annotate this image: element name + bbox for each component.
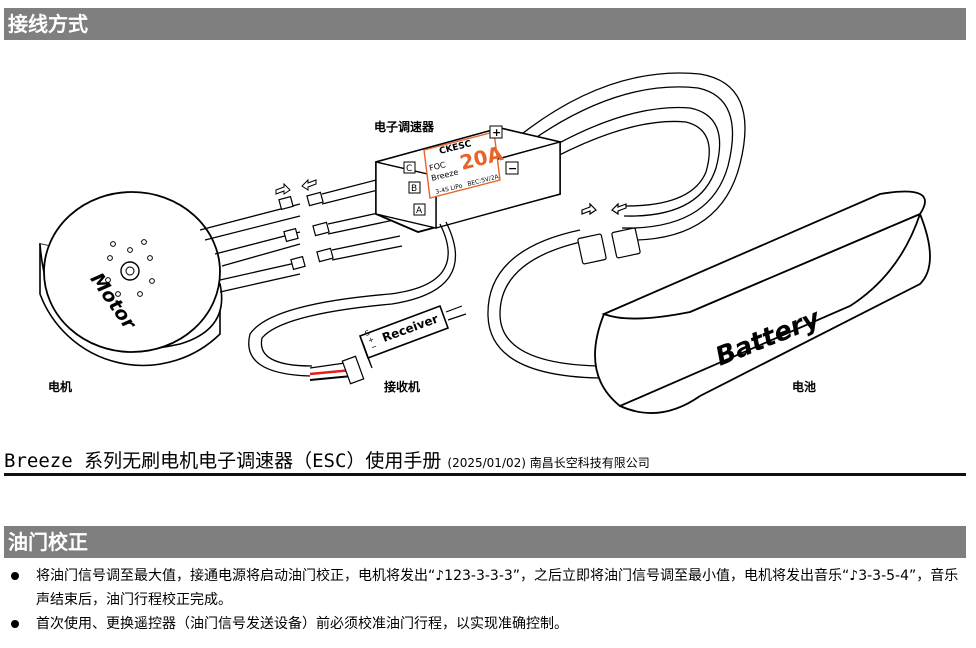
motor-wires [199, 203, 301, 293]
footer-meta: (2025/01/02) 南昌长空科技有限公司 [447, 456, 650, 470]
calibration-instructions: 将油门信号调至最大值，接通电源将启动油门校正，电机将发出“♪123-3-3-3”… [0, 564, 976, 636]
receiver: Receiver S + − [341, 304, 467, 385]
esc-model-line1: FOC [428, 160, 447, 173]
esc-plus-sign: + [492, 126, 501, 139]
esc-caption: 电子调速器 [374, 120, 435, 134]
wiring-diagram: Motor [39, 72, 931, 414]
list-item-text: 将油门信号调至最大值，接通电源将启动油门校正，电机将发出“♪123-3-3-3”… [36, 568, 959, 608]
section-title-wiring: 接线方式 [8, 12, 88, 36]
esc-minus-sign: − [508, 162, 517, 175]
esc-port-a: A [416, 206, 423, 216]
motor: Motor [39, 191, 223, 367]
document-footer: Breeze 系列无刷电机电子调速器（ESC）使用手册 (2025/01/02) … [4, 446, 966, 476]
motor-connectors [278, 191, 334, 271]
footer-title: Breeze 系列无刷电机电子调速器（ESC）使用手册 [4, 450, 442, 472]
receiver-pin-plus: + [367, 335, 375, 345]
esc-port-c: C [406, 164, 412, 174]
connect-arrows-motor [275, 178, 317, 195]
section-header-calibration: 油门校正 [4, 526, 966, 558]
battery-caption: 电池 [792, 380, 817, 394]
esc-port-b: B [411, 184, 417, 194]
bullet-dot-icon [11, 572, 19, 580]
section-title-calibration: 油门校正 [8, 530, 88, 554]
list-item-text: 首次使用、更换遥控器（油门信号发送设备）前必须校准油门行程，以实现准确控制。 [36, 616, 568, 632]
section-header-wiring: 接线方式 [4, 8, 966, 40]
list-item: 将油门信号调至最大值，接通电源将启动油门校正，电机将发出“♪123-3-3-3”… [0, 564, 976, 612]
power-wires [487, 72, 746, 379]
esc: CKESC FOC Breeze 20A 3-4S LiPo BEC:5V/2A… [375, 125, 561, 233]
list-item: 首次使用、更换遥控器（油门信号发送设备）前必须校准油门行程，以实现准确控制。 [0, 612, 976, 636]
receiver-cable [248, 221, 457, 381]
bullet-dot-icon [11, 620, 19, 628]
battery-connector [577, 202, 641, 265]
receiver-caption: 接收机 [384, 380, 421, 394]
receiver-pin-minus: − [370, 342, 378, 352]
battery: Battery [594, 190, 931, 414]
receiver-pin-s: S [364, 329, 371, 338]
motor-caption: 电机 [48, 380, 73, 394]
